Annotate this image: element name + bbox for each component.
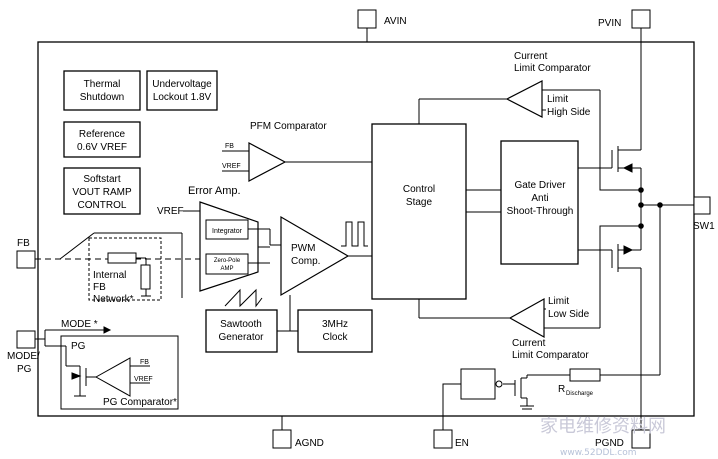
clock-label-1: 3MHz: [322, 319, 348, 330]
r-discharge-sub: Discharge: [566, 391, 594, 397]
thermal-shutdown-block: Thermal Shutdown: [63, 70, 141, 111]
pin-sw1-label: SW1: [693, 221, 715, 232]
pg-vref-label: VREF: [134, 376, 153, 383]
error-amp-label: Error Amp.: [188, 185, 241, 197]
limit-ls-label-2: Low Side: [548, 309, 590, 320]
r-discharge-label: R: [558, 384, 565, 395]
pg-fb-label: FB: [140, 359, 149, 366]
gate-label-2: Anti: [531, 193, 548, 204]
zero-pole-label-1: Zero-Pole: [214, 258, 241, 264]
gate-label-3: Shoot-Through: [507, 206, 574, 217]
sawtooth-generator: Sawtooth Generator: [205, 288, 298, 353]
pfm-comparator-label: PFM Comparator: [250, 121, 327, 132]
pin-pg-label: PG: [17, 364, 32, 375]
internal-fb-label-1: Internal: [93, 270, 126, 281]
softstart-label-2: VOUT RAMP: [72, 187, 132, 198]
mode-star-label: MODE *: [61, 319, 98, 330]
pg-comparator-label: PG Comparator*: [103, 397, 177, 408]
saw-label-2: Generator: [218, 332, 264, 343]
high-side-mosfet: [578, 42, 642, 205]
softstart-label-3: CONTROL: [78, 200, 127, 211]
current-limit-comparator-high: Limit High Side: [418, 80, 600, 124]
error-amp-vref-label: VREF: [157, 206, 184, 217]
pin-mode-label: MODE/: [7, 351, 40, 362]
clock-label-2: Clock: [322, 332, 348, 343]
error-amplifier: Integrator Zero-Pole AMP: [199, 201, 281, 292]
pwm-comparator: PWM Comp.: [280, 215, 372, 297]
gate-driver-block: Gate Driver Anti Shoot-Through: [500, 140, 579, 265]
reference-label-2: 0.6V VREF: [77, 142, 127, 153]
control-label-2: Stage: [406, 197, 433, 208]
watermark-cn: 家电维修资料网: [540, 416, 666, 437]
reference-label-1: Reference: [79, 129, 126, 140]
integrator-label: Integrator: [212, 228, 243, 235]
pg-label: PG: [71, 341, 86, 352]
pfm-vref-label: VREF: [222, 163, 241, 170]
saw-label-1: Sawtooth: [220, 319, 262, 330]
pin-mode-pg: MODE/ PG: [7, 330, 40, 375]
uvlo-label-2: Lockout 1.8V: [153, 92, 212, 103]
gate-label-1: Gate Driver: [514, 180, 566, 191]
pin-en: EN: [433, 429, 469, 449]
pin-sw1: SW1: [693, 196, 715, 232]
low-side-mosfet: [578, 205, 642, 430]
softstart-label-1: Softstart: [83, 174, 120, 185]
pin-fb: FB: [16, 238, 36, 269]
uvlo-label-1: Undervoltage: [152, 79, 212, 90]
sw-node: [638, 187, 694, 375]
pin-pgnd-label: PGND: [595, 438, 624, 449]
control-label-1: Control: [403, 184, 435, 195]
pwm-label-1: PWM: [291, 243, 315, 254]
reference-block: Reference 0.6V VREF: [63, 121, 141, 158]
pwm-label-2: Comp.: [291, 256, 320, 267]
chip-outline: [37, 41, 695, 417]
limit-ls-label-1: Limit: [548, 296, 569, 307]
internal-fb-label-3: Network*: [93, 294, 134, 305]
control-stage-block: Control Stage: [371, 123, 467, 300]
watermark-url: www.52DDL.com: [560, 448, 637, 458]
pin-agnd-label: AGND: [295, 438, 324, 449]
pin-pvin: PVIN: [598, 9, 651, 42]
pfm-comparator: FB VREF: [222, 142, 372, 182]
softstart-block: Softstart VOUT RAMP CONTROL: [63, 167, 141, 215]
limit-hs-label-1: Limit: [547, 94, 568, 105]
pin-agnd: AGND: [272, 416, 324, 449]
clc-bot-label-1: Current: [512, 338, 546, 349]
clock-block: 3MHz Clock: [297, 309, 373, 353]
en-inverter: [442, 368, 503, 430]
pin-fb-label: FB: [17, 238, 30, 249]
fb-path: [35, 232, 200, 301]
discharge-mosfet: [503, 374, 570, 410]
pin-en-label: EN: [455, 438, 469, 449]
clc-top-label-1: Current: [514, 51, 548, 62]
internal-fb-label-2: FB: [93, 282, 106, 293]
pfm-fb-label: FB: [225, 143, 234, 150]
pin-avin-label: AVIN: [384, 16, 407, 27]
discharge-resistor: R Discharge: [558, 368, 660, 397]
current-limit-comparator-low: Limit Low Side: [418, 296, 600, 339]
limit-hs-label-2: High Side: [547, 107, 591, 118]
thermal-label-2: Shutdown: [80, 92, 124, 103]
mode-pg-section: [35, 326, 179, 410]
clc-top-label-2: Limit Comparator: [514, 63, 591, 74]
uvlo-block: Undervoltage Lockout 1.8V: [146, 70, 218, 111]
clc-bot-label-2: Limit Comparator: [512, 350, 589, 361]
zero-pole-label-2: AMP: [220, 266, 233, 272]
thermal-label-1: Thermal: [84, 79, 121, 90]
pin-pvin-label: PVIN: [598, 18, 621, 29]
pin-avin: AVIN: [357, 9, 407, 42]
